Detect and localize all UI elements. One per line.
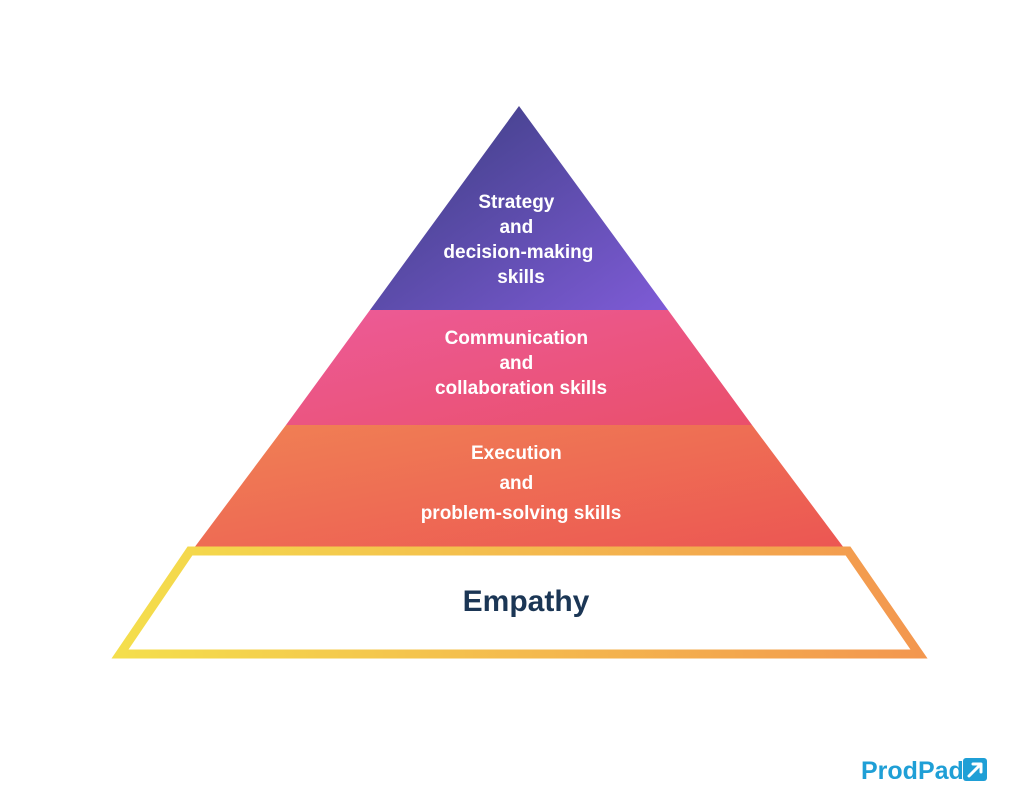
logo-arrow-icon (963, 758, 987, 781)
tier-bottom-label: Execution and problem-solving skills (421, 443, 622, 524)
logo-text: ProdPad (861, 757, 964, 785)
prodpad-logo: ProdPad (861, 757, 987, 785)
base-label: Empathy (463, 585, 590, 618)
tier-middle-line: Communication (445, 328, 589, 349)
tier-top-label: Strategy and decision-making skills (443, 192, 598, 288)
tier-bottom-line: and (499, 473, 533, 494)
pyramid-tier-middle (286, 310, 752, 425)
tier-top-line: skills (497, 267, 545, 288)
tier-middle-line: and (499, 353, 533, 374)
tier-top-line: decision-making (443, 242, 593, 263)
pyramid-tier-bottom (194, 425, 844, 548)
tier-bottom-line: problem-solving skills (421, 503, 622, 524)
tier-top-line: Strategy (478, 192, 554, 213)
pyramid-tier-top (370, 106, 668, 310)
tier-top-line: and (499, 217, 533, 238)
pyramid-base-outline (111, 546, 928, 659)
tier-middle-label: Communication and collaboration skills (435, 328, 607, 399)
tier-middle-line: collaboration skills (435, 378, 607, 399)
tier-bottom-line: Execution (471, 443, 562, 464)
